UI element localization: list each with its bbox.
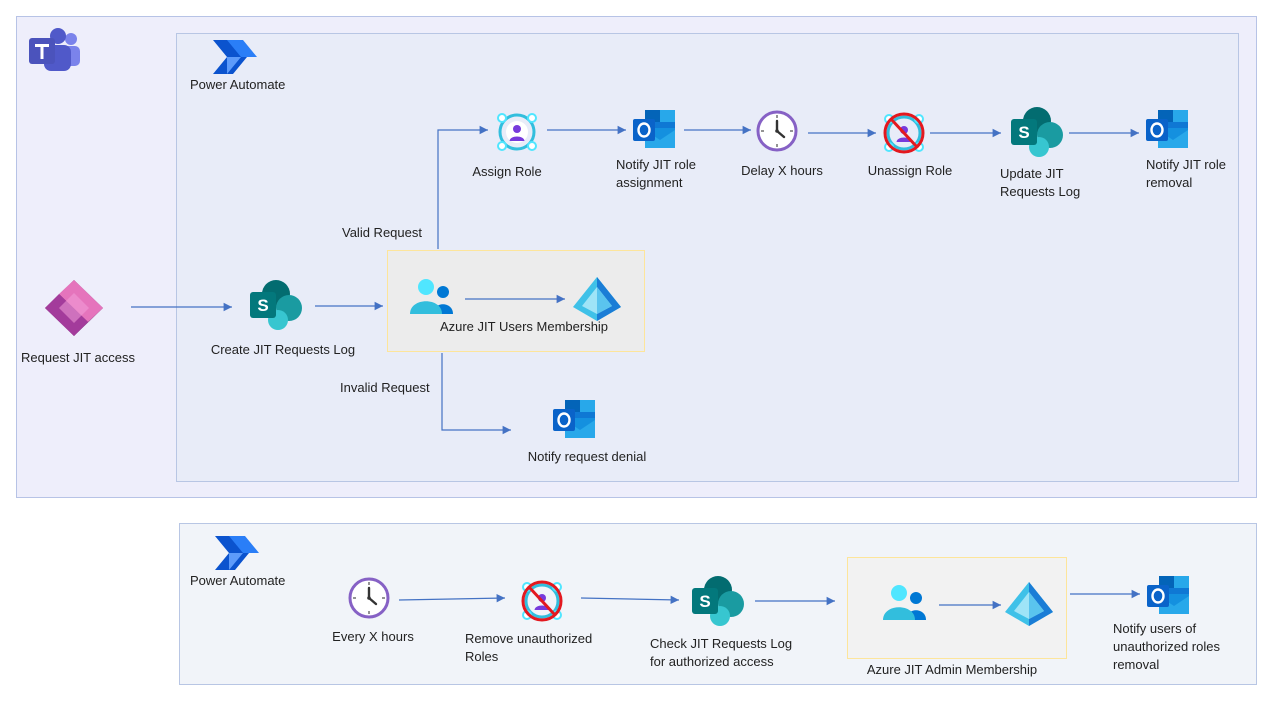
unassign-role-label: Unassign Role	[867, 163, 953, 178]
remove-unauthorized-label: Remove unauthorized Roles	[465, 631, 593, 664]
notify-removal-label: Notify JIT role removal	[1146, 157, 1226, 190]
outlook-icon	[1146, 110, 1188, 148]
schedule-label: Every X hours	[332, 629, 414, 644]
unassign-role-icon	[883, 112, 925, 154]
connector-schedule-to-remove	[398, 593, 506, 603]
users-icon	[883, 585, 926, 620]
teams-icon	[29, 28, 80, 71]
sharepoint-icon: S	[692, 576, 744, 626]
connector-remove-to-check	[580, 595, 680, 605]
notify-denial-label: Notify request denial	[527, 449, 647, 464]
power-automate-flow-container	[176, 33, 1239, 482]
svg-text:S: S	[699, 592, 710, 611]
create-log-label: Create JIT Requests Log	[210, 342, 356, 357]
azure-ad-icon	[1005, 582, 1053, 626]
check-log-label: Check JIT Requests Log for authorized ac…	[650, 636, 793, 669]
admin-membership-label: Azure JIT Admin Membership	[866, 662, 1038, 677]
outlook-icon	[1147, 576, 1189, 614]
azure-ad-icon	[573, 277, 621, 321]
sharepoint-icon: S	[1011, 107, 1063, 157]
svg-text:S: S	[1018, 123, 1029, 142]
power-automate-label: Power Automate	[190, 573, 286, 588]
invalid-request-label: Invalid Request	[340, 380, 430, 395]
valid-request-label: Valid Request	[342, 225, 422, 240]
unassign-role-icon	[521, 580, 563, 622]
request-jit-access-label: Request JIT access	[21, 350, 135, 365]
update-log-label: Update JIT Requests Log	[1000, 166, 1081, 199]
svg-text:S: S	[257, 296, 268, 315]
notify-users-label: Notify users of unauthorized roles remov…	[1113, 621, 1220, 672]
clock-icon	[348, 577, 390, 619]
connector-valid-request	[437, 125, 488, 249]
power-automate-icon	[215, 536, 259, 570]
clock-icon	[756, 110, 798, 152]
assign-role-label: Assign Role	[472, 164, 542, 179]
users-icon	[410, 279, 453, 314]
assign-role-icon	[497, 113, 537, 151]
connector-invalid-request	[441, 353, 511, 435]
power-automate-icon	[213, 40, 257, 74]
sharepoint-icon: S	[250, 280, 302, 330]
notify-assignment-label: Notify JIT role assignment	[616, 157, 696, 190]
membership-label: Azure JIT Users Membership	[439, 319, 609, 334]
power-apps-icon	[45, 280, 103, 336]
power-automate-label: Power Automate	[190, 77, 286, 92]
delay-label: Delay X hours	[741, 163, 823, 178]
outlook-icon	[553, 400, 595, 438]
outlook-icon	[633, 110, 675, 148]
